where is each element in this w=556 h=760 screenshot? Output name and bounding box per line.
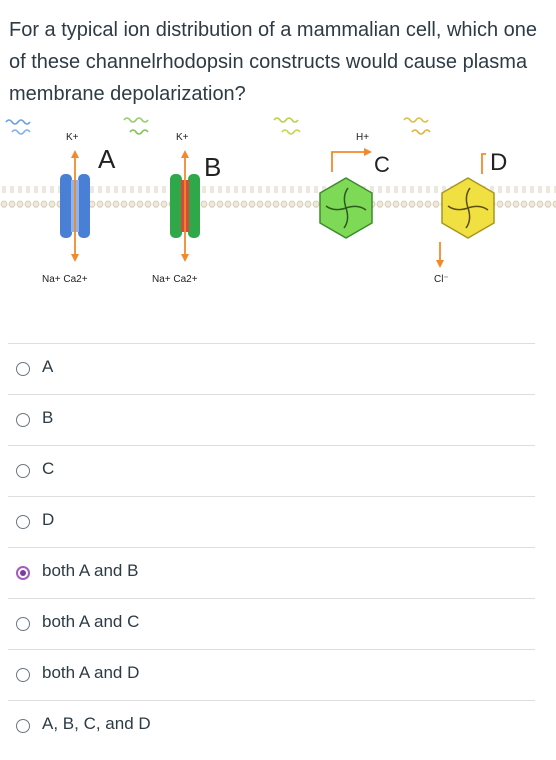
pump-c-top-ion: H+: [356, 132, 369, 143]
pump-d-label: D: [490, 149, 507, 176]
channel-b-top-ion: K+: [176, 132, 189, 143]
light-icon: [403, 117, 429, 123]
pump-c-label: C: [374, 152, 390, 177]
channel-a-top-ion: K+: [66, 132, 79, 143]
light-icon: [5, 119, 31, 125]
radio-button[interactable]: [16, 362, 30, 376]
light-icon: [129, 129, 149, 135]
radio-button[interactable]: [16, 464, 30, 478]
light-icon: [411, 129, 431, 135]
radio-button[interactable]: [16, 617, 30, 631]
radio-button[interactable]: [16, 515, 30, 529]
choice-label: both A and B: [42, 561, 139, 580]
choice-label: B: [42, 408, 54, 427]
light-icons: [5, 117, 431, 135]
choice-d[interactable]: D: [8, 496, 535, 547]
light-icon: [281, 129, 301, 135]
radio-button[interactable]: [16, 413, 30, 427]
channel-b-label: B: [204, 152, 221, 182]
light-icon: [273, 117, 299, 123]
channel-a-bottom-ion: Na+ Ca2+: [42, 274, 88, 285]
channelrhodopsin-diagram: A K+ Na+ Ca2+ B K+ Na+ Ca2+: [0, 117, 556, 400]
choice-b[interactable]: B: [8, 394, 535, 445]
choice-all[interactable]: A, B, C, and D: [8, 700, 535, 751]
light-icon: [11, 129, 31, 135]
pump-d: D Cl⁻: [434, 149, 507, 285]
radio-button[interactable]: [16, 668, 30, 682]
choice-a[interactable]: A: [8, 343, 535, 394]
choice-both-a-d[interactable]: both A and D: [8, 649, 535, 700]
choice-c[interactable]: C: [8, 445, 535, 496]
choice-both-a-c[interactable]: both A and C: [8, 598, 535, 649]
channelrhodopsin-figure: A K+ Na+ Ca2+ B K+ Na+ Ca2+: [0, 112, 556, 400]
channel-b-bottom-ion: Na+ Ca2+: [152, 274, 198, 285]
pump-d-bottom-ion: Cl⁻: [434, 274, 449, 285]
choice-label: both A and D: [42, 663, 140, 682]
radio-button-selected[interactable]: [16, 566, 30, 580]
channel-a: A K+ Na+ Ca2+: [42, 132, 116, 285]
choice-label: both A and C: [42, 612, 140, 631]
choice-label: D: [42, 510, 55, 529]
answer-choices: A B C D both A and B both A and C both A…: [0, 343, 556, 751]
channel-b: B K+ Na+ Ca2+: [152, 132, 221, 285]
choice-label: A, B, C, and D: [42, 714, 151, 733]
question-text: For a typical ion distribution of a mamm…: [9, 19, 538, 105]
choice-label: A: [42, 357, 54, 376]
light-icon: [123, 117, 149, 123]
choice-label: C: [42, 459, 55, 478]
pump-c: C H+: [319, 132, 390, 239]
radio-button[interactable]: [16, 719, 30, 733]
choice-both-a-b[interactable]: both A and B: [8, 547, 535, 598]
channel-a-label: A: [98, 144, 116, 174]
